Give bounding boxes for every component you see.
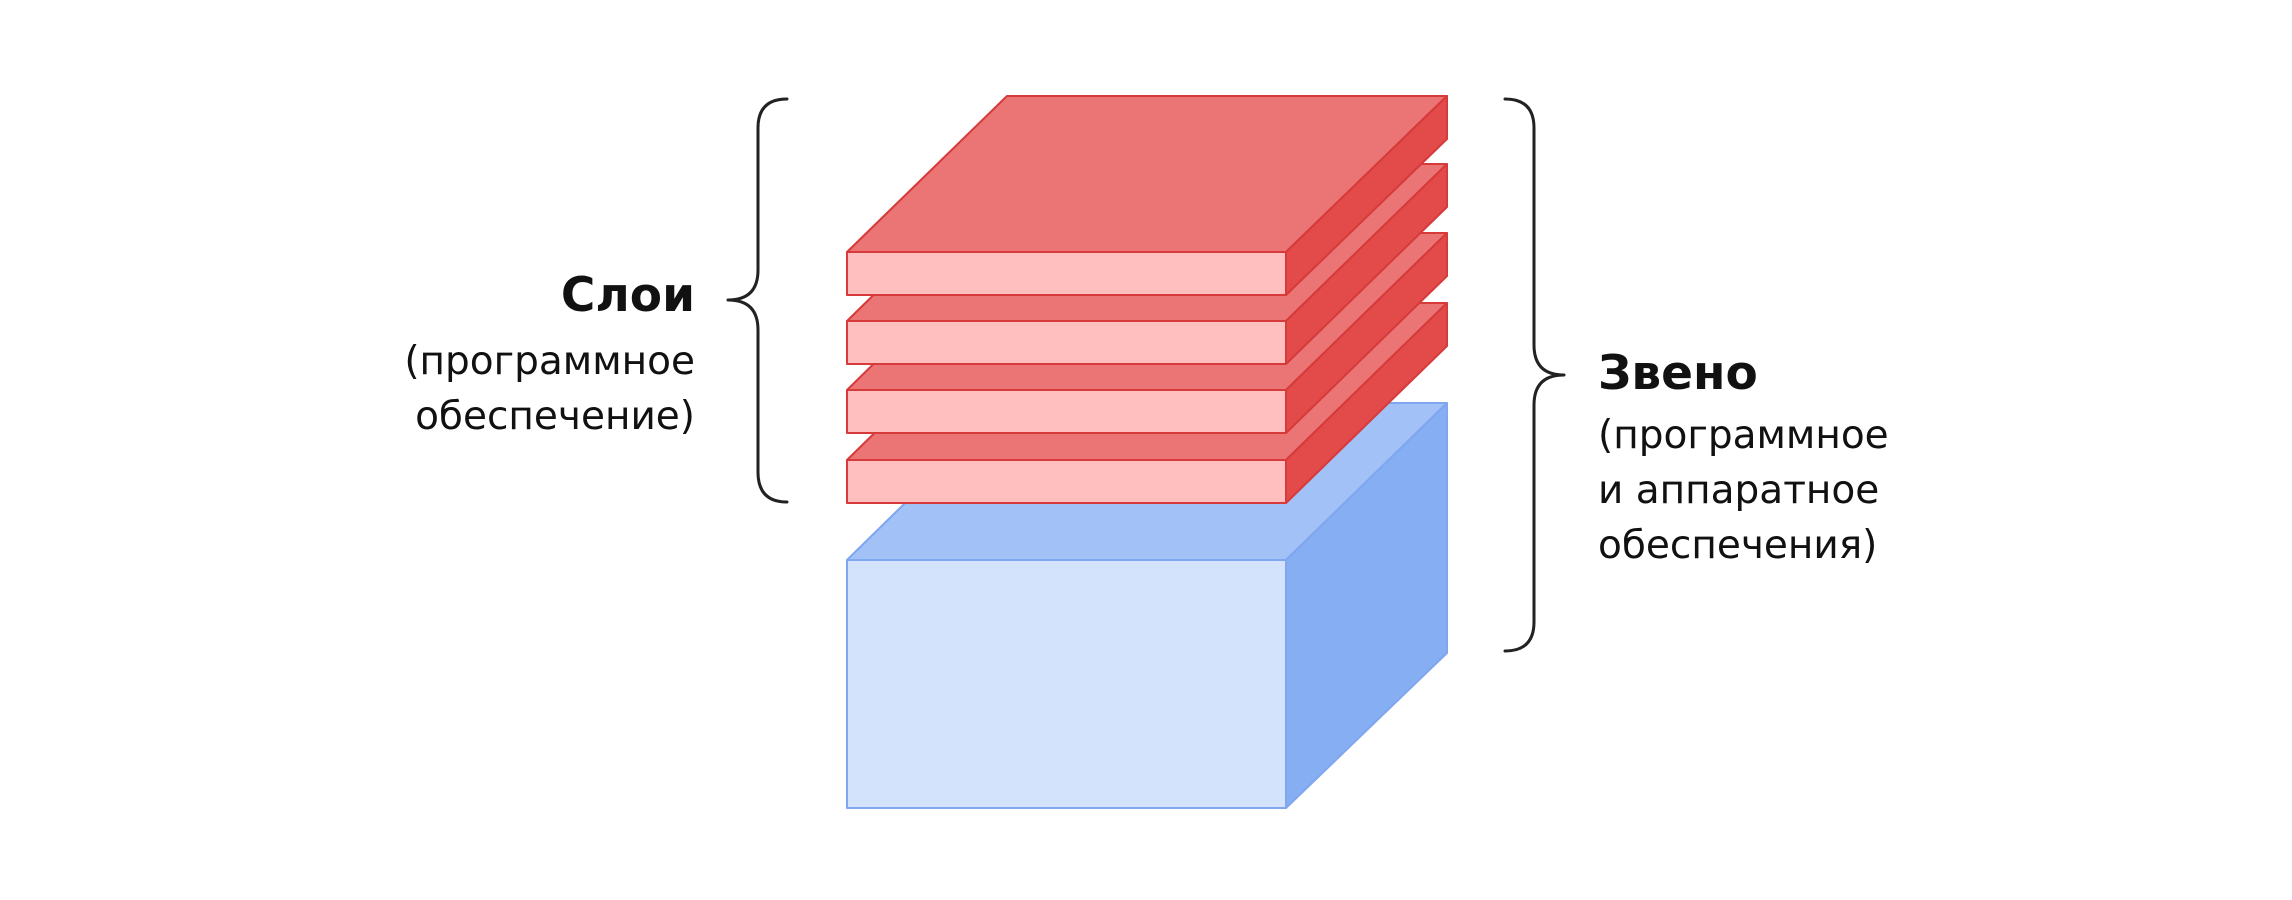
unit-label-subtitle-line: (программное [1598,413,1889,458]
layers-label: Слои (программное обеспечение) [404,268,695,444]
layer-3-front-face [846,389,1287,434]
layers-label-subtitle-line: (программное [404,339,695,384]
unit-label-subtitle-line: и аппаратное [1598,468,1880,513]
layer-2-front-face [846,320,1287,365]
left-curly-brace [726,97,789,504]
unit-label-subtitle-line: обеспечения) [1598,523,1878,568]
layer-slab-1 [846,95,1448,296]
base-front-face [846,559,1287,809]
layers-label-title: Слои [560,268,695,323]
unit-label-title: Звено [1598,346,1758,401]
right-curly-brace [1503,97,1566,653]
layer-1-front-face [846,251,1287,296]
layers-label-subtitle-line: обеспечение) [415,394,695,439]
unit-label: Звено (программное и аппаратное обеспече… [1598,346,1889,573]
layer-4-front-face [846,459,1287,504]
layers-label-subtitle: (программное обеспечение) [404,334,695,444]
unit-label-subtitle: (программное и аппаратное обеспечения) [1598,408,1889,573]
